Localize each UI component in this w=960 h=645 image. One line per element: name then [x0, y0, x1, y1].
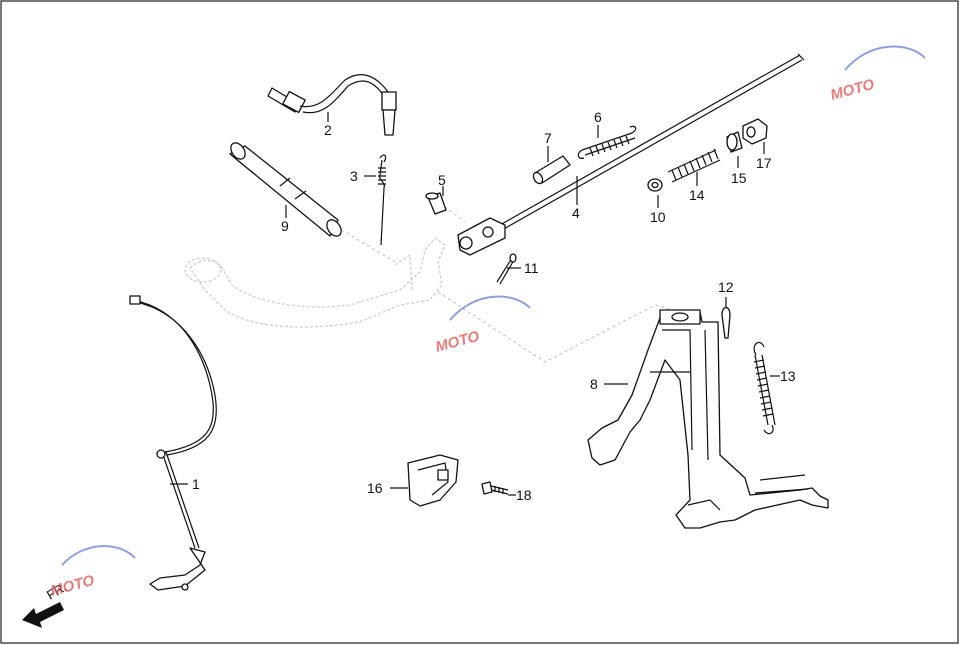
callout-4: 4: [572, 205, 580, 221]
callout-1: 1: [192, 476, 200, 492]
watermark-bottom-left: MOTO: [49, 545, 136, 600]
swoosh-icon: [61, 545, 136, 566]
callout-10: 10: [650, 209, 666, 225]
swoosh-icon: [449, 295, 531, 321]
swoosh-icon: [844, 45, 926, 71]
callout-7: 7: [544, 130, 552, 146]
part-16-switch-cover: [390, 454, 459, 507]
part-15-collar: [726, 131, 743, 168]
part-12-split-pin: [721, 297, 731, 339]
part-4-brake-rod: [457, 53, 805, 256]
part-5-pin: [425, 186, 447, 215]
part-14-return-spring: [667, 148, 721, 186]
part-1-brake-rod: [129, 295, 217, 591]
callout-3: 3: [350, 168, 358, 184]
callout-18: 18: [516, 487, 532, 503]
callout-13: 13: [780, 368, 796, 384]
callout-5: 5: [438, 172, 446, 188]
callout-16: 16: [367, 480, 383, 496]
callout-9: 9: [281, 218, 289, 234]
part-3-spring-hook: [364, 154, 387, 246]
part-2-stand-switch: [267, 74, 397, 136]
part-11-cotter-pin: [496, 253, 521, 285]
part-10-washer: [647, 178, 663, 208]
part-9-pivot-shaft: [229, 142, 342, 237]
callout-6: 6: [594, 109, 602, 125]
callout-labels: 1 2 3 4 5 6 7 8 9 10 11 12 13 14 15 16 1…: [192, 109, 796, 503]
callout-8: 8: [590, 376, 598, 392]
watermark-center: MOTO: [434, 295, 531, 356]
callout-17: 17: [756, 155, 772, 171]
callout-11: 11: [524, 260, 539, 276]
callout-15: 15: [731, 170, 747, 186]
callout-2: 2: [324, 122, 332, 138]
brake-pedal-ghost: [184, 237, 446, 328]
part-17-nut: [742, 118, 768, 154]
part-6-spring: [577, 125, 637, 159]
part-13-stand-spring: [753, 341, 780, 435]
watermark-text: MOTO: [829, 76, 877, 104]
watermark-text: MOTO: [49, 572, 97, 600]
arrow-icon: [22, 602, 64, 628]
watermark-text: MOTO: [434, 328, 482, 356]
watermark-top-right: MOTO: [829, 45, 926, 104]
callout-14: 14: [689, 187, 705, 203]
part-8-main-stand: [587, 309, 829, 529]
part-18-bolt: [481, 481, 516, 496]
part-7-sleeve: [532, 146, 571, 185]
callout-12: 12: [718, 279, 734, 295]
